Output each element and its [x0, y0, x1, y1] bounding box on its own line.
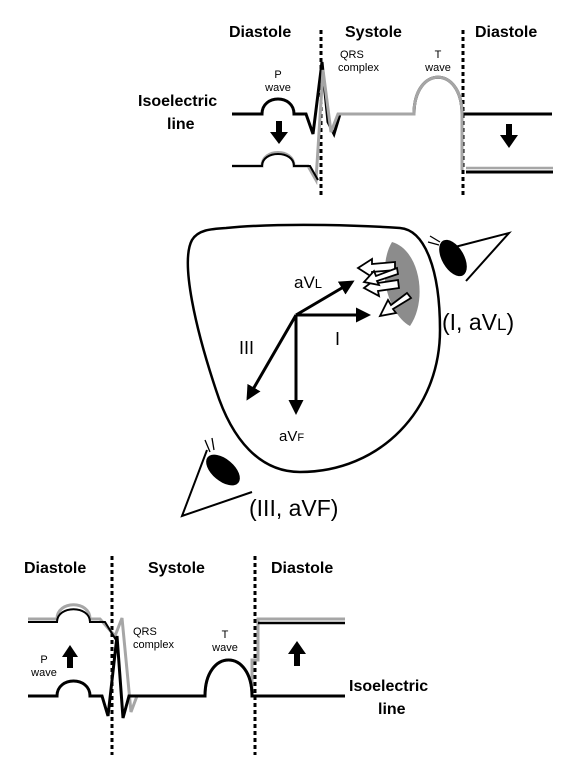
top-t-wave-label-1: T	[435, 49, 442, 61]
bottom-t-wave-label-2: wave	[211, 642, 238, 654]
bottom-black-upper-trace	[28, 608, 117, 641]
bottom-up-arrow-right-icon	[288, 641, 306, 666]
bottom-p-wave-label-2: wave	[30, 667, 57, 679]
top-phase-diastole-left: Diastole	[229, 24, 291, 41]
lead-vectors	[246, 280, 371, 415]
bottom-panel: Diastole Systole Diastole P wave QRS com…	[24, 556, 428, 755]
bottom-phase-systole: Systole	[148, 560, 205, 577]
top-p-wave-label-2: wave	[264, 82, 291, 94]
top-panel: Diastole Systole Diastole P wave QRS com…	[138, 24, 553, 195]
heart-outline	[186, 223, 442, 474]
vector-iii-label: III	[239, 338, 254, 358]
top-qrs-label-1: QRS	[340, 49, 364, 61]
vector-iii-arrow	[246, 314, 298, 401]
top-phase-systole: Systole	[345, 24, 402, 41]
top-black-lower-trace	[232, 153, 319, 181]
bottom-t-wave-label-1: T	[222, 629, 229, 641]
top-isoelectric-label-2: line	[167, 116, 195, 133]
bottom-up-arrow-left-icon	[62, 645, 78, 668]
bottom-phase-diastole-right: Diastole	[271, 560, 333, 577]
top-down-arrow-left-icon	[270, 121, 288, 144]
bottom-isoelectric-label-1: Isoelectric	[349, 678, 428, 695]
top-phase-diastole-right: Diastole	[475, 24, 537, 41]
top-p-wave-label-1: P	[274, 69, 281, 81]
eye-bottom-icon	[180, 437, 253, 518]
bottom-black-lower-trace	[28, 635, 345, 719]
vector-avl-arrow	[295, 280, 355, 317]
injury-current-arrows-icon	[356, 257, 413, 318]
bottom-phase-diastole-left: Diastole	[24, 560, 86, 577]
bottom-isoelectric-label-2: line	[378, 701, 406, 718]
top-down-arrow-right-icon	[500, 124, 518, 148]
top-gray-trace	[232, 69, 464, 186]
top-isoelectric-label-1: Isoelectric	[138, 93, 217, 110]
top-qrs-label-2: complex	[338, 62, 379, 74]
vector-i-label: I	[335, 329, 340, 349]
bottom-p-wave-label-1: P	[40, 654, 47, 666]
vector-avl-label: aVL	[294, 273, 322, 292]
eye-right-icon	[427, 231, 512, 282]
top-t-wave-label-2: wave	[424, 62, 451, 74]
bottom-qrs-label-2: complex	[133, 639, 174, 651]
bottom-qrs-label-1: QRS	[133, 626, 157, 638]
vector-avf-label: aVF	[279, 428, 304, 445]
view-right-label: (I, aVL)	[442, 309, 514, 335]
heart-panel: aVL I III aVF (I, aVL) (III, aVF)	[180, 223, 514, 521]
view-bottom-label: (III, aVF)	[249, 495, 338, 521]
